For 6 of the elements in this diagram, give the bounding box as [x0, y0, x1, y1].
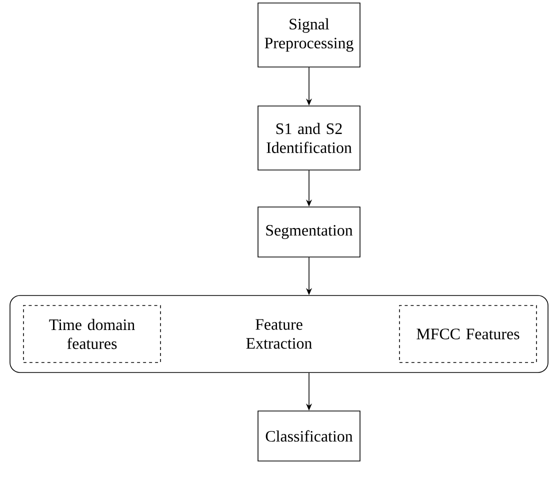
feature-box: Time domain features	[23, 305, 161, 363]
process-box: Signal Preprocessing	[258, 2, 360, 68]
process-box: S1 and S2 Identification	[258, 106, 360, 170]
process-box: Classification	[258, 410, 360, 462]
process-box: Segmentation	[258, 206, 360, 258]
feature-box: MFCC Features	[399, 305, 537, 363]
